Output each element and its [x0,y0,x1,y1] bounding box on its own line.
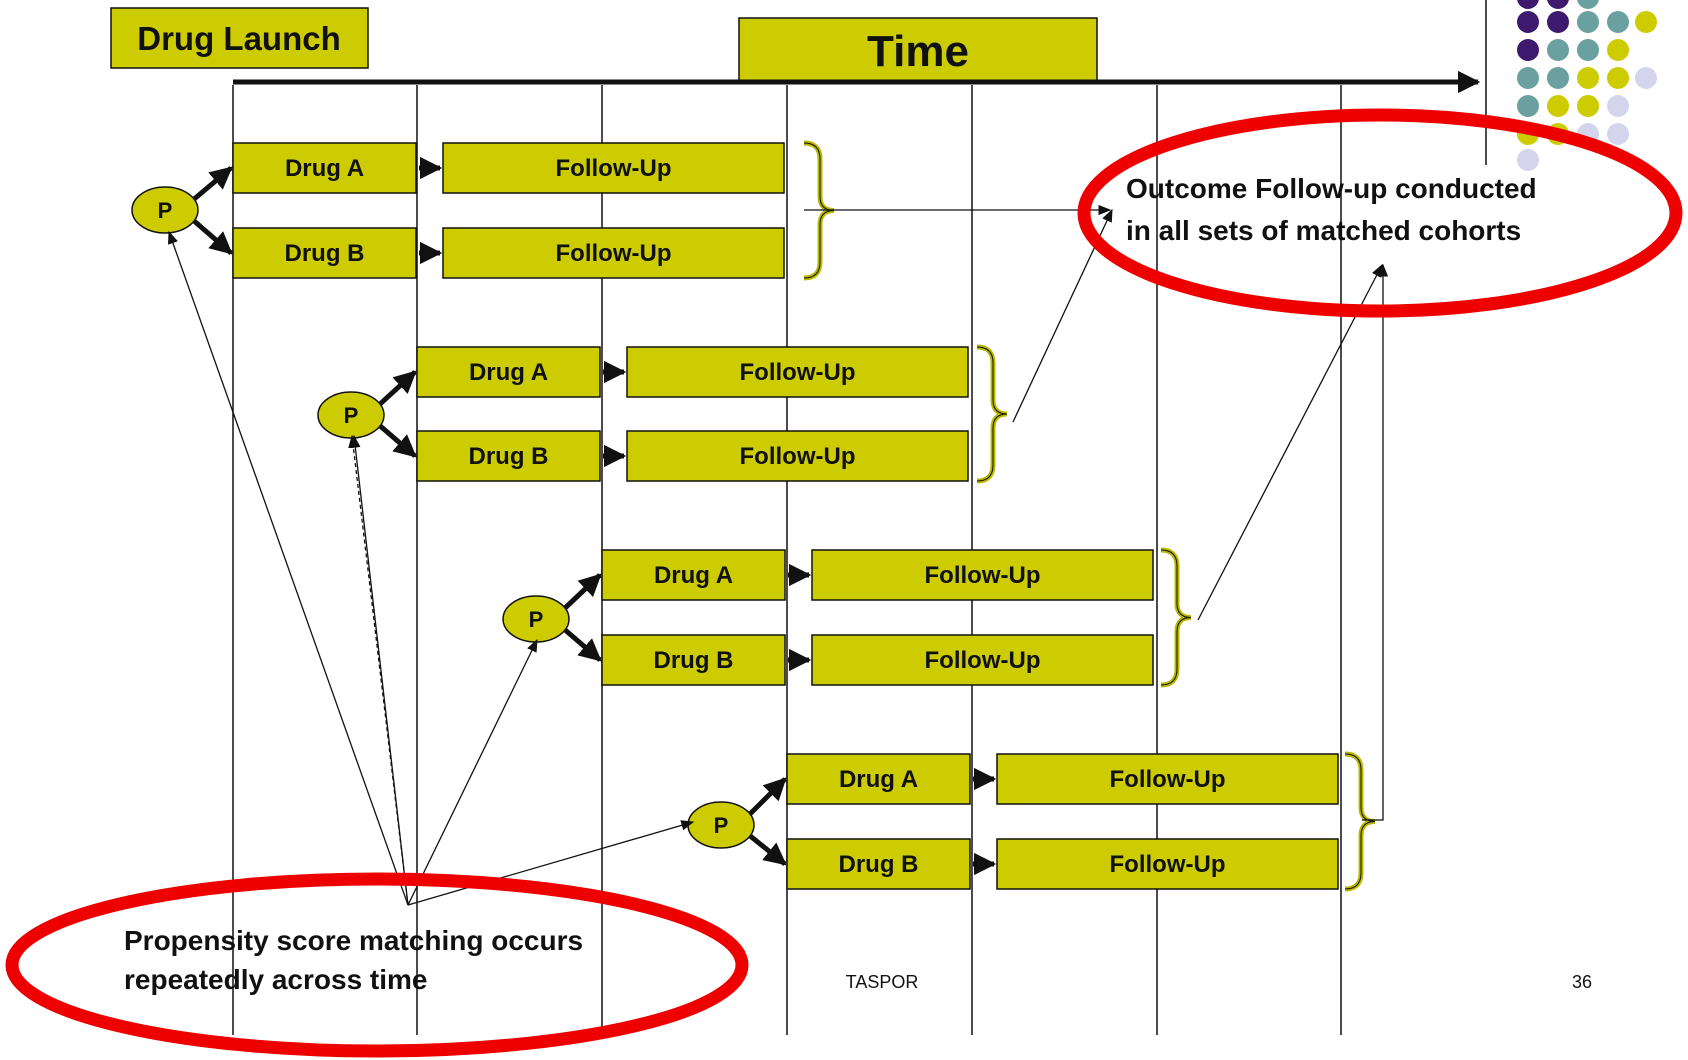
follow-up-label: Follow-Up [925,647,1041,674]
outcome-callout-line1: Outcome Follow-up conducted [1126,173,1537,204]
dot [1517,39,1539,61]
drug-label: Drug B [839,851,919,878]
propensity-arrow [562,573,602,611]
follow-up-box [996,838,1339,890]
dot [1607,11,1629,33]
drug-box [232,227,417,279]
outcome-highlight-ellipse [1077,108,1683,318]
outcome-callout-line2: in all sets of matched cohorts [1126,215,1521,246]
drug-box [416,430,601,482]
propensity-connector-arrow [407,820,695,906]
dot [1577,0,1599,9]
dot [1517,67,1539,89]
drug-launch-box [110,7,369,69]
dot [1635,11,1657,33]
drug-box [786,838,971,890]
drug-label: Drug B [285,240,365,267]
propensity-arrow [191,166,233,202]
dot [1607,39,1629,61]
dot [1607,95,1629,117]
propensity-highlight-ellipse [5,872,749,1058]
drug-label: Drug A [285,155,364,182]
drug-box [416,346,601,398]
dot [1577,11,1599,33]
dot [1577,67,1599,89]
drug-label: Drug A [469,359,548,386]
follow-up-box [626,346,969,398]
dot [1517,149,1539,171]
dot [1517,11,1539,33]
dot [1547,0,1569,9]
cohort-brace-outline [1344,753,1376,890]
dot [1517,95,1539,117]
drug-box [601,634,786,686]
follow-up-label: Follow-Up [1110,766,1226,793]
drug-label: Drug B [654,647,734,674]
propensity-arrow [377,423,417,458]
propensity-node-label: P [158,198,173,223]
propensity-arrow [377,370,417,407]
dot [1517,0,1539,9]
propensity-node-label: P [529,607,544,632]
cohort-brace-outline [1160,549,1192,686]
time-label: Time [867,27,969,76]
follow-up-label: Follow-Up [556,155,672,182]
follow-up-box [811,634,1154,686]
dot [1547,39,1569,61]
propensity-connectors [168,230,695,906]
propensity-node-label: P [344,403,359,428]
dot [1607,123,1629,145]
propensity-callout-line1: Propensity score matching occurs [124,925,583,956]
follow-up-box [996,753,1339,805]
footer-page-number: 36 [1572,972,1592,992]
dot [1547,95,1569,117]
drug-box [601,549,786,601]
drug-box [786,753,971,805]
drug-launch-label: Drug Launch [137,20,341,57]
follow-up-box [811,549,1154,601]
drug-label: Drug A [839,766,918,793]
propensity-node-label: P [714,813,729,838]
drug-box [232,142,417,194]
outcome-connector-arrow [1197,263,1383,621]
dot [1547,11,1569,33]
follow-up-label: Follow-Up [740,359,856,386]
propensity-arrow [562,627,602,662]
propensity-connector-arrow [407,638,538,906]
dot [1547,67,1569,89]
follow-up-box [626,430,969,482]
propensity-arrow [747,833,787,866]
dot [1607,67,1629,89]
outcome-connector-arrow [1362,263,1389,821]
propensity-connector-arrow [168,230,409,906]
footer-source: TASPOR [846,972,919,992]
time-label-box [738,17,1098,83]
propensity-node [131,186,199,234]
dot [1577,95,1599,117]
drug-label: Drug A [654,562,733,589]
drug-label: Drug B [469,443,549,470]
propensity-connector-arrow [350,434,409,906]
follow-up-label: Follow-Up [925,562,1041,589]
follow-up-label: Follow-Up [556,240,672,267]
dot [1635,67,1657,89]
dot [1577,39,1599,61]
propensity-arrow [191,218,233,255]
propensity-callout-line2: repeatedly across time [124,964,428,995]
follow-up-box [442,227,785,279]
cohort-brace-outline [976,346,1008,482]
propensity-arrow [747,777,787,817]
follow-up-box [442,142,785,194]
follow-up-label: Follow-Up [740,443,856,470]
follow-up-label: Follow-Up [1110,851,1226,878]
